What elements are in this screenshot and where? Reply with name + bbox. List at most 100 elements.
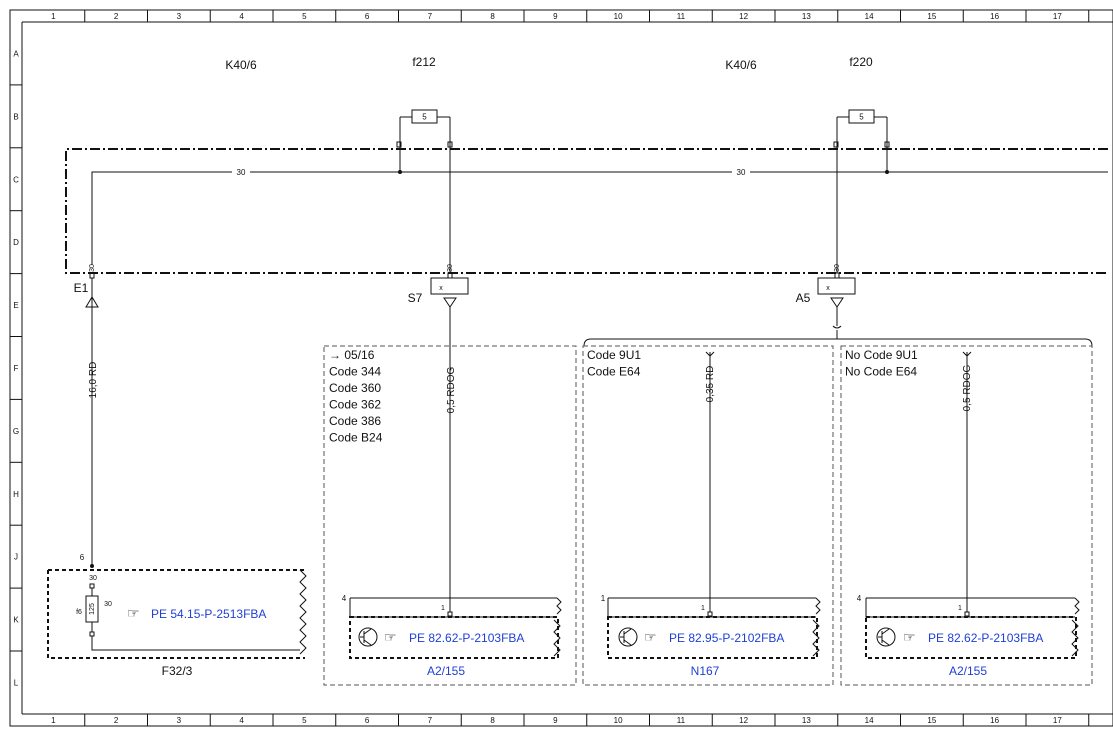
grid-column-label: 12 — [739, 716, 748, 725]
variant-note: Code 344 — [329, 365, 381, 379]
module-3-label[interactable]: A2/155 — [949, 664, 987, 678]
variant-note: Code 360 — [329, 381, 381, 395]
svg-text:6: 6 — [80, 553, 85, 562]
grid-column-label: 1 — [51, 716, 56, 725]
svg-text:30: 30 — [89, 264, 96, 272]
grid-column-label: 16 — [990, 716, 999, 725]
hand-icon: ☞ — [644, 629, 657, 645]
bus-30: 30 30 — [91, 149, 1108, 265]
grid-column-label: 7 — [428, 716, 433, 725]
svg-text:125: 125 — [89, 603, 96, 615]
svg-text:x: x — [826, 285, 830, 292]
fuse-label-left: f212 — [412, 55, 436, 69]
wire-n167: 0,35 RD — [705, 351, 716, 612]
module-2-ref[interactable]: PE 82.95-P-2102FBA — [669, 631, 784, 645]
pin-30-left: 30 — [89, 264, 96, 279]
grid-column-label: 15 — [927, 716, 936, 725]
fuse-f212: 5 — [396, 109, 453, 149]
module-2-label[interactable]: N167 — [691, 664, 720, 678]
svg-text:30: 30 — [104, 601, 112, 608]
grid-column-label: 5 — [302, 716, 307, 725]
variant-note: Code 9U1 — [587, 348, 641, 362]
hand-icon: ☞ — [903, 629, 916, 645]
fuse-f220: 5 — [833, 109, 890, 149]
module-n167: 1 1 ☞ PE 82.95-P-2102FBA N167 — [601, 594, 821, 678]
grid-column-label: 9 — [553, 12, 558, 21]
pin-30-a5: 30 — [834, 264, 841, 279]
fuse-label-right: f220 — [849, 55, 873, 69]
module-a2-155-right: 4 1 ☞ PE 82.62-P-2103FBA A2/155 — [857, 594, 1080, 678]
svg-text:0,35 RD: 0,35 RD — [705, 366, 716, 403]
svg-text:30: 30 — [737, 168, 746, 177]
grid-column-label: 4 — [239, 716, 244, 725]
svg-text:S7: S7 — [408, 291, 423, 305]
svg-text:4: 4 — [342, 594, 347, 603]
grid-row-label: C — [13, 175, 19, 184]
grid-column-label: 15 — [927, 12, 936, 21]
grid-column-label: 13 — [802, 12, 811, 21]
grid-column-label: 6 — [365, 716, 370, 725]
grid-row-label: A — [13, 49, 19, 58]
variant-note: No Code 9U1 — [845, 348, 918, 362]
grid-row-label: B — [13, 112, 18, 121]
grid-column-label: 10 — [614, 12, 623, 21]
svg-text:30: 30 — [834, 264, 841, 272]
module-1-ref[interactable]: PE 82.62-P-2103FBA — [409, 631, 524, 645]
grid-column-label: 1 — [51, 12, 56, 21]
diagram-frame — [9, 9, 1113, 727]
grid-column-label: 2 — [114, 12, 119, 21]
grid-column-label: 17 — [1053, 716, 1062, 725]
hand-icon: ☞ — [127, 605, 140, 621]
grid-row-label: G — [13, 427, 19, 436]
transistor-icon — [618, 627, 638, 647]
variant-box-3 — [840, 345, 1093, 686]
grid-row-label: E — [13, 301, 18, 310]
svg-text:30: 30 — [237, 168, 246, 177]
svg-text:f6: f6 — [76, 609, 82, 616]
variant-box-1 — [323, 345, 577, 686]
grid-column-label: 13 — [802, 716, 811, 725]
grid-column-label: 5 — [302, 12, 307, 21]
svg-text:x: x — [439, 285, 443, 292]
variant-notes-3: No Code 9U1 No Code E64 — [845, 348, 918, 379]
grid-column-label: 4 — [239, 12, 244, 21]
grid-column-label: 10 — [614, 716, 623, 725]
module-1-label[interactable]: A2/155 — [427, 664, 465, 678]
svg-text:4: 4 — [857, 594, 862, 603]
variant-note: No Code E64 — [845, 365, 917, 379]
grid-column-label: 9 — [553, 716, 558, 725]
grid-row-label: F — [14, 364, 19, 373]
grid-row-label: L — [14, 678, 19, 687]
grid-column-label: 7 — [428, 12, 433, 21]
grid-row-label: K — [13, 616, 19, 625]
grid-row-label: D — [13, 238, 19, 247]
grid-row-label: J — [14, 553, 18, 562]
grid-column-label: 8 — [490, 12, 495, 21]
grid-column-label: 17 — [1053, 12, 1062, 21]
svg-text:1: 1 — [601, 594, 606, 603]
grid-column-label: 16 — [990, 12, 999, 21]
grid-column-label: 2 — [114, 716, 119, 725]
svg-text:1: 1 — [958, 605, 962, 612]
svg-text:0,5 RDOG: 0,5 RDOG — [962, 364, 973, 411]
svg-text:5: 5 — [422, 113, 427, 122]
hand-icon: ☞ — [384, 629, 397, 645]
relay-label-left: K40/6 — [225, 58, 257, 72]
module-3-ref[interactable]: PE 82.62-P-2103FBA — [928, 631, 1043, 645]
svg-text:0,5 RDOG: 0,5 RDOG — [446, 366, 457, 413]
variant-note: Code B24 — [329, 431, 383, 445]
fuse-box-ref[interactable]: PE 54.15-P-2513FBA — [151, 607, 266, 621]
svg-text:5: 5 — [859, 113, 864, 122]
variant-note: Code 362 — [329, 398, 381, 412]
pin-30-s7: 30 — [447, 264, 454, 279]
svg-text:30: 30 — [447, 264, 454, 272]
variant-box-2 — [582, 345, 834, 686]
wire-a2-155-right: 0,5 RDOG — [962, 351, 973, 612]
module-boundary — [65, 148, 1108, 274]
grid-column-label: 11 — [677, 716, 686, 725]
